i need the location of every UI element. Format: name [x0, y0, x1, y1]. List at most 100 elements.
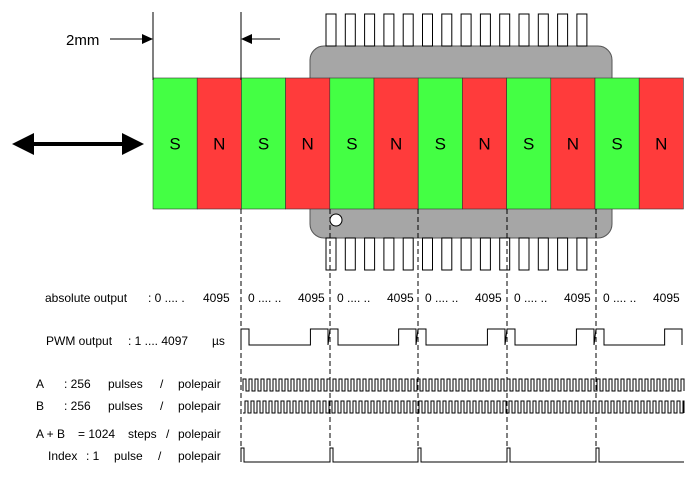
chip-pin-bottom: [518, 237, 530, 271]
magnet-pole: [638, 77, 684, 210]
b-channel-unit: pulses: [108, 399, 143, 413]
chip-pin-top: [557, 13, 569, 47]
pole-letter: N: [655, 135, 667, 154]
a-channel-name: A: [36, 377, 44, 391]
a-channel-per: polepair: [178, 377, 221, 391]
pole-letter: S: [611, 135, 622, 154]
dimension-label: 2mm: [66, 32, 99, 49]
magnet-pole: [241, 77, 286, 210]
chip-pin-bottom: [499, 237, 511, 271]
b-channel-slash: /: [160, 399, 164, 413]
chip-pin-bottom: [576, 237, 588, 271]
chip-pin-top: [518, 13, 530, 47]
magnet-pole: [506, 77, 552, 210]
chip-pin-bottom: [364, 237, 376, 271]
magnet-pole: [196, 77, 242, 210]
ab-steps-slash: /: [166, 427, 170, 441]
ab-steps-per: polepair: [178, 427, 221, 441]
chip-pin-top: [344, 13, 356, 47]
chip-pin-top: [499, 13, 511, 47]
index-row: Index : 1 pulse / polepair: [48, 447, 684, 463]
magnet-pole: [152, 77, 198, 210]
pole-letter: N: [302, 135, 314, 154]
magnet-pole: [594, 77, 640, 210]
chip-pin-bottom: [344, 237, 356, 271]
dimension-marker: 2mm: [66, 12, 280, 80]
index-name: Index: [48, 449, 77, 463]
b-channel-row: B : 256 pulses / polepair: [36, 399, 685, 414]
absolute-segment-end: 4095: [387, 291, 414, 305]
absolute-segment-start: 0 .... ..: [425, 291, 458, 305]
a-channel-waveform: [242, 378, 685, 392]
chip-pin-top: [460, 13, 472, 47]
magnet-pole: [373, 77, 419, 210]
index-unit: pulse: [114, 449, 143, 463]
magnet-pole: [285, 77, 331, 210]
ab-steps-row: A + B = 1024 steps / polepair: [36, 427, 221, 441]
a-channel-row: A : 256 pulses / polepair: [36, 377, 685, 392]
chip-pin-bottom: [402, 237, 414, 271]
pwm-output-range: : 1 .... 4097: [128, 334, 188, 348]
absolute-segment-start: 0 .... ..: [337, 291, 370, 305]
pole-letter: N: [213, 135, 225, 154]
absolute-segment-end: 4095: [475, 291, 502, 305]
index-count: : 1: [86, 449, 100, 463]
chip-pin-bottom: [325, 237, 337, 271]
pole-letter: S: [169, 135, 180, 154]
absolute-output-row: absolute output : 0 .... . 4095 0 .... .…: [45, 291, 680, 305]
absolute-segment-start: 0 .... ..: [248, 291, 281, 305]
index-per: polepair: [178, 449, 221, 463]
chip-pin-bottom: [557, 237, 569, 271]
pwm-output-label: PWM output: [46, 334, 113, 348]
a-channel-slash: /: [160, 377, 164, 391]
pole-letter: S: [523, 135, 534, 154]
pole-letter: N: [390, 135, 402, 154]
dimension-arrow-left-icon: [241, 34, 252, 44]
absolute-segment-end: 4095: [653, 291, 680, 305]
chip-pin-bottom: [422, 237, 433, 271]
absolute-segment-end: 4095: [298, 291, 325, 305]
magnet-pole: [550, 77, 596, 210]
chip-pin-top: [479, 13, 491, 47]
magnet-pole: [417, 77, 463, 210]
chip-pin-bottom: [460, 237, 472, 271]
pole-letter: S: [258, 135, 269, 154]
index-slash: /: [158, 449, 162, 463]
chip-pin-top: [364, 13, 376, 47]
ab-steps-name: A + B: [36, 427, 65, 441]
ab-steps-unit: steps: [128, 427, 157, 441]
chip-pin-bottom: [441, 237, 453, 271]
pin1-marker-dot: [329, 213, 343, 227]
b-channel-name: B: [36, 399, 44, 413]
chip-pins-top: [325, 13, 588, 47]
index-waveform: [240, 447, 684, 463]
a-channel-count: : 256: [64, 377, 91, 391]
dimension-arrow-right-icon: [142, 34, 153, 44]
absolute-output-range: : 0 .... .: [148, 291, 185, 305]
chip-pin-top: [576, 13, 588, 47]
pole-letter: S: [435, 135, 446, 154]
pole-letter: N: [478, 135, 490, 154]
chip-pins-bottom: [325, 237, 588, 271]
chip-pin-bottom: [383, 237, 395, 271]
b-channel-count: : 256: [64, 399, 91, 413]
pole-letter: S: [346, 135, 357, 154]
magnet-pole: [462, 77, 507, 210]
chip-pin-top: [325, 13, 337, 47]
chip-pin-top: [537, 13, 549, 47]
chip-pin-bottom: [479, 237, 491, 271]
motion-double-arrow-icon: [12, 133, 144, 155]
ab-steps-count: = 1024: [78, 427, 115, 441]
absolute-output-segments: 0 .... .. 4095 0 .... .. 4095 0 .... .. 4095 0…: [248, 291, 680, 305]
absolute-output-max: 4095: [203, 291, 230, 305]
a-channel-unit: pulses: [108, 377, 143, 391]
chip-pin-top: [402, 13, 414, 47]
pwm-output-row: PWM output : 1 .... 4097 µs: [46, 328, 683, 348]
chip-pin-top: [441, 13, 453, 47]
absolute-segment-start: 0 .... ..: [514, 291, 547, 305]
pole-letter: N: [567, 135, 579, 154]
b-channel-waveform: [243, 400, 685, 414]
